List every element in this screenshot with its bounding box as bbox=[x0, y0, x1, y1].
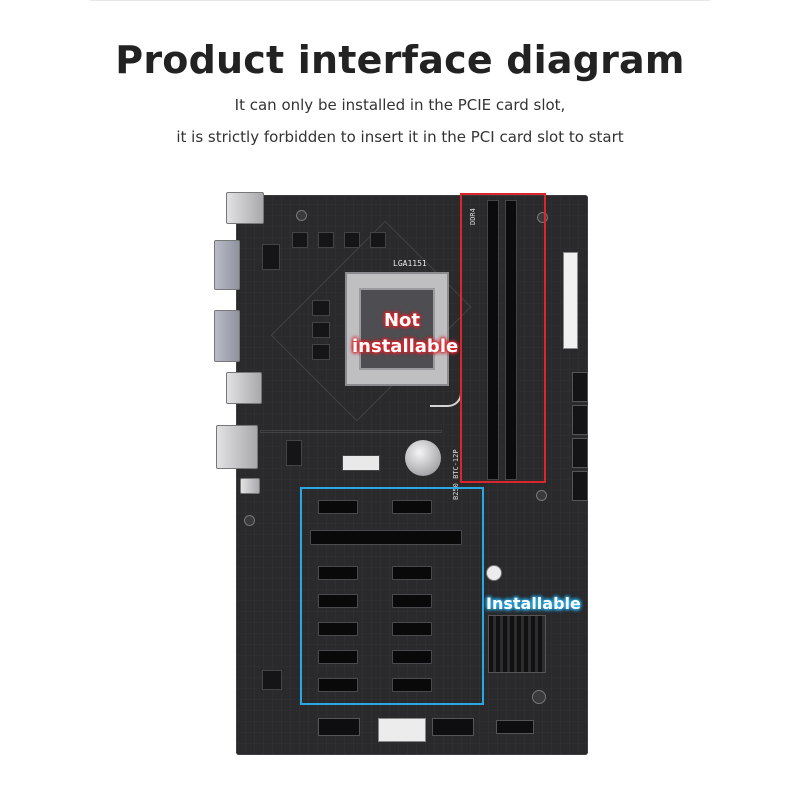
capacitor bbox=[536, 490, 547, 501]
not-installable-line-1: Not bbox=[383, 310, 421, 331]
pcie-x1-slot bbox=[392, 500, 432, 514]
pcie-x1-slot bbox=[318, 500, 358, 514]
installable-label: Installable bbox=[486, 594, 581, 613]
vga-port bbox=[214, 240, 240, 290]
cpu-socket-inner bbox=[359, 288, 435, 370]
lan-usb-port bbox=[216, 425, 258, 469]
sata-port bbox=[572, 471, 588, 501]
capacitor bbox=[532, 690, 546, 704]
header-chip bbox=[286, 440, 302, 466]
not-installable-line-2: installable bbox=[352, 336, 459, 357]
vrm-chip bbox=[318, 232, 334, 248]
io-chip bbox=[262, 670, 282, 690]
atx-24pin-connector bbox=[563, 252, 578, 349]
subtitle-line-1: It can only be installed in the PCIE car… bbox=[234, 96, 566, 114]
pcie-x1-slot bbox=[392, 622, 432, 636]
vrm-chip bbox=[312, 322, 330, 338]
pcie-x1-slot bbox=[318, 566, 358, 580]
capacitor bbox=[537, 212, 548, 223]
top-divider bbox=[90, 0, 710, 1]
page-title: Product interface diagram bbox=[115, 38, 685, 82]
sata-port bbox=[572, 438, 588, 468]
pcie-x1-slot bbox=[318, 650, 358, 664]
socket-lever bbox=[430, 360, 462, 407]
power-connector-4pin bbox=[262, 244, 280, 270]
vrm-chip bbox=[344, 232, 360, 248]
pcie-x1-slot bbox=[318, 594, 358, 608]
subtitle-line-2: it is strictly forbidden to insert it in… bbox=[176, 128, 624, 146]
ddr4-slot-1 bbox=[487, 200, 499, 480]
vrm-chip bbox=[292, 232, 308, 248]
not-installable-frame bbox=[460, 193, 546, 483]
molex-power-connector bbox=[378, 718, 426, 742]
audio-port bbox=[240, 478, 260, 494]
cpu-socket bbox=[345, 272, 449, 386]
pcie-x1-slot bbox=[392, 650, 432, 664]
capacitor bbox=[296, 210, 307, 221]
pcie-x1-slot bbox=[392, 594, 432, 608]
rear-io-port bbox=[226, 192, 264, 224]
vrm-chip bbox=[370, 232, 386, 248]
socket-label: LGA1151 bbox=[393, 259, 427, 268]
bottom-header bbox=[496, 720, 534, 734]
pcb-trace bbox=[260, 430, 442, 433]
sata-port bbox=[572, 405, 588, 435]
chipset-heatsink bbox=[488, 615, 546, 673]
vrm-chip bbox=[312, 300, 330, 316]
bottom-header bbox=[432, 718, 474, 736]
pcie-x16-slot bbox=[310, 530, 462, 545]
pcie-x1-slot bbox=[392, 566, 432, 580]
installable-frame bbox=[300, 487, 484, 705]
capacitor bbox=[244, 515, 255, 526]
cmos-battery bbox=[405, 440, 441, 476]
bottom-header bbox=[318, 718, 360, 736]
dvi-port bbox=[214, 310, 240, 362]
vrm-chip bbox=[312, 344, 330, 360]
pcie-x1-slot bbox=[392, 678, 432, 692]
sata-port bbox=[572, 372, 588, 402]
usb-port bbox=[226, 372, 262, 404]
not-installable-label: Not installable bbox=[352, 308, 459, 360]
pcie-x1-slot bbox=[318, 622, 358, 636]
pcie-x1-slot bbox=[318, 678, 358, 692]
mount-hole bbox=[486, 565, 502, 581]
molex-connector bbox=[342, 455, 380, 471]
ddr4-slot-2 bbox=[505, 200, 517, 480]
